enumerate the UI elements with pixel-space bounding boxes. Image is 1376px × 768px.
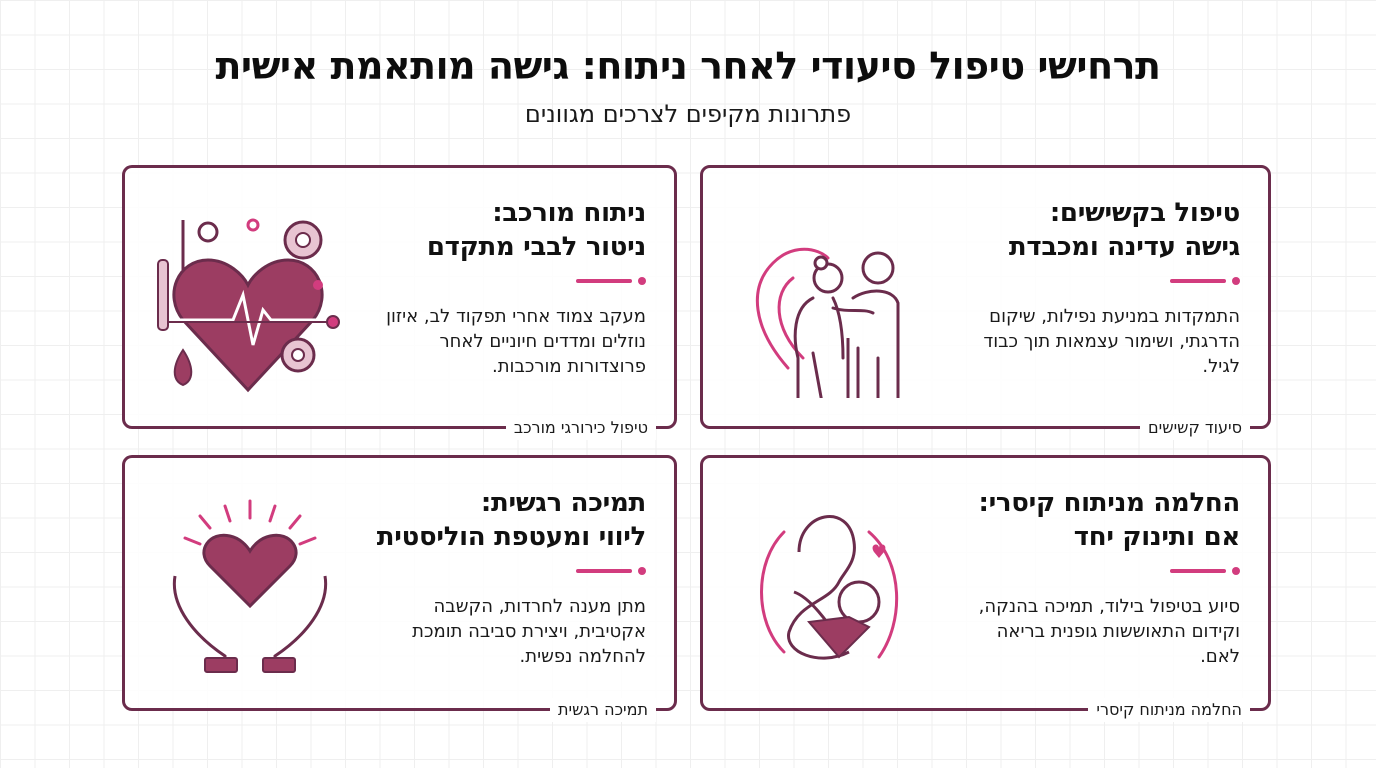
page-title: תרחישי טיפול סיעודי לאחר ניתוח: גישה מות…	[215, 44, 1161, 88]
card-footer-label: סיעוד קשישים	[1140, 416, 1250, 440]
card-title-line2: אם ותינוק יחד	[1073, 522, 1241, 552]
accent-divider	[366, 276, 646, 286]
card-title-line2: ניטור לבבי מתקדם	[426, 232, 646, 262]
card-title-line2: גישה עדינה ומכבדת	[1008, 232, 1240, 262]
accent-divider	[960, 276, 1240, 286]
card-title: טיפול בקשישים: גישה עדינה ומכבדת	[960, 196, 1240, 264]
card-body: סיוע בטיפול בילוד, תמיכה בהנקה, וקידום ה…	[978, 596, 1240, 667]
card-cesarean-recovery: החלמה מניתוח קיסרי: אם ותינוק יחד סיוע ב…	[700, 455, 1271, 722]
card-body: מתן מענה לחרדות, הקשבה אקטיבית, ויצירת ס…	[412, 596, 646, 667]
card-footer-label: תמיכה רגשית	[549, 698, 656, 722]
card-title-line1: תמיכה רגשית:	[480, 488, 646, 518]
card-complex-surgery: ניתוח מורכב: ניטור לבבי מתקדם מעקב צמוד …	[122, 165, 677, 440]
page-subtitle: פתרונות מקיפים לצרכים מגוונים	[524, 100, 852, 128]
card-title: תמיכה רגשית: ליווי ומעטפת הוליסטית	[366, 486, 647, 554]
card-title-line1: טיפול בקשישים:	[1049, 198, 1240, 228]
card-footer-label: החלמה מניתוח קיסרי	[1088, 698, 1250, 722]
card-body: התמקדות במניעת נפילות, שיקום הדרגתי, ושי…	[983, 306, 1240, 377]
hands-heart-icon	[172, 499, 328, 673]
card-title: ניתוח מורכב: ניטור לבבי מתקדם	[366, 196, 646, 264]
elderly-caregiver-icon	[755, 247, 900, 398]
accent-divider	[960, 566, 1240, 576]
card-title-line2: ליווי ומעטפת הוליסטית	[376, 522, 647, 552]
heart-monitor-icon	[157, 218, 340, 393]
card-footer-label: טיפול כירורגי מורכב	[505, 416, 656, 440]
card-elderly-care: טיפול בקשישים: גישה עדינה ומכבדת התמקדות…	[700, 165, 1271, 440]
card-title-line1: החלמה מניתוח קיסרי:	[978, 488, 1240, 518]
card-title-line1: ניתוח מורכב:	[492, 198, 646, 228]
accent-divider	[366, 566, 646, 576]
card-title: החלמה מניתוח קיסרי: אם ותינוק יחד	[960, 486, 1240, 554]
card-body: מעקב צמוד אחרי תפקוד לב, איזון נוזלים ומ…	[386, 306, 646, 377]
mother-baby-icon	[760, 515, 899, 660]
card-emotional-support: תמיכה רגשית: ליווי ומעטפת הוליסטית מתן מ…	[122, 455, 677, 722]
